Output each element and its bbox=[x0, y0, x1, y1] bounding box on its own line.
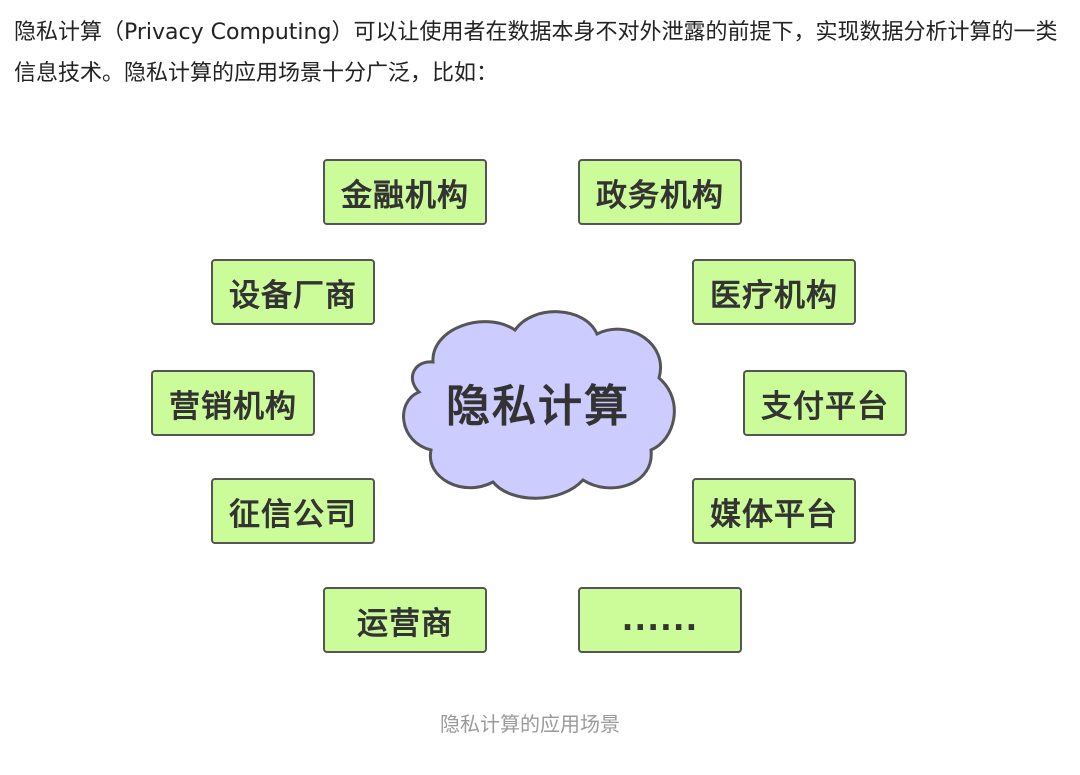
scenario-box-credit: 征信公司 bbox=[211, 478, 375, 544]
intro-paragraph: 隐私计算（Privacy Computing）可以让使用者在数据本身不对外泄露的… bbox=[14, 20, 1058, 86]
cloud-outline bbox=[402, 310, 676, 500]
cloud-shape bbox=[402, 310, 676, 500]
scenario-box-media: 媒体平台 bbox=[692, 478, 856, 544]
scenario-box-medical: 医疗机构 bbox=[692, 259, 856, 325]
scenario-box-more: ...... bbox=[578, 587, 742, 653]
scenario-box-payment: 支付平台 bbox=[743, 370, 907, 436]
center-label: 隐私计算 bbox=[446, 381, 630, 432]
scenario-box-government: 政务机构 bbox=[578, 159, 742, 225]
scenario-box-finance: 金融机构 bbox=[323, 159, 487, 225]
figure-caption: 隐私计算的应用场景 bbox=[440, 712, 620, 736]
scenario-box-device-maker: 设备厂商 bbox=[211, 259, 375, 325]
scenario-box-marketing: 营销机构 bbox=[151, 370, 315, 436]
scenario-box-carrier: 运营商 bbox=[323, 587, 487, 653]
